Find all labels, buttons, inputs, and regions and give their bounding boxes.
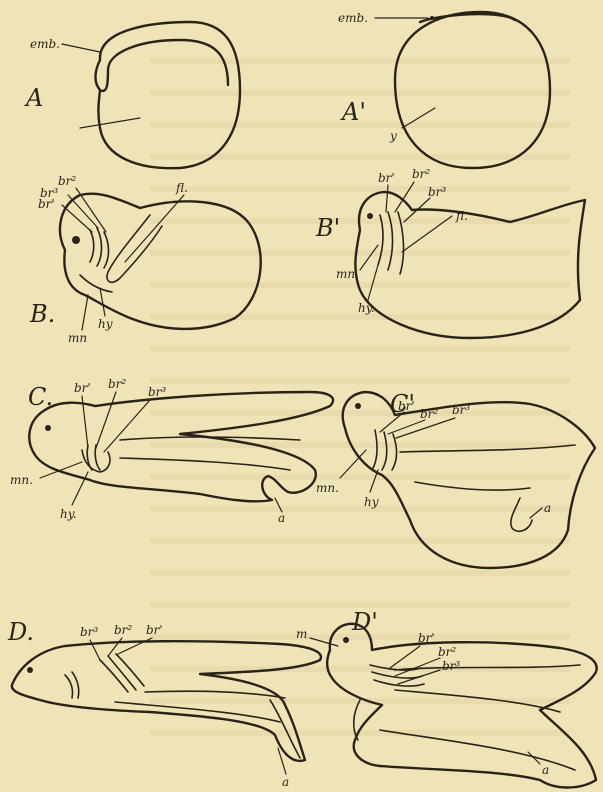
label-a: a [278,511,285,525]
label-mn: mn [68,331,87,345]
label-a: a [542,763,549,777]
label-hy: hy. [358,301,375,315]
label-hy: hy [364,495,379,509]
label-a: a [282,775,289,789]
label-mn: mn. [336,267,359,281]
label-br3: br³ [40,186,58,200]
label-a: a [544,501,551,515]
figure-letter: B. [29,300,55,328]
figure-letter: C. [28,383,53,411]
figure-letter: D. [7,618,34,646]
label-br1: br' [378,171,395,185]
label-br1: br' [418,631,435,645]
figure-c: br' br² br³ mn. hy. a C. [10,377,333,525]
label-emb: emb. [30,37,60,51]
label-mn: mn. [316,481,339,495]
figure-letter: B' [315,214,340,242]
figure-letter: A' [340,98,366,126]
label-m: m [296,627,307,641]
label-br2: br² [420,407,438,421]
label-br2: br² [108,377,126,391]
label-br2: br² [438,645,456,659]
label-br3: br³ [452,403,470,417]
label-y: y [389,129,397,143]
label-br1: br' [74,381,91,395]
figure-letter: D' [351,608,378,636]
label-br3: br³ [80,625,98,639]
label-br3: br³ [148,385,166,399]
label-mn: mn. [10,473,33,487]
figure-letter: C' [390,390,415,418]
label-emb: emb. [338,11,368,25]
figure-letter: A [24,84,43,112]
label-hy: hy. [60,507,77,521]
figure-a-prime: emb. y A' [338,11,550,168]
label-br3: br³ [442,659,460,673]
label-br1: br' [146,623,163,637]
label-fl: fl. [455,209,468,223]
label-br2: br² [412,167,430,181]
label-br2: br² [58,174,76,188]
label-hy: hy [98,317,113,331]
label-br3: br³ [428,185,446,199]
label-fl: fl. [175,181,188,195]
label-br2: br² [114,623,132,637]
